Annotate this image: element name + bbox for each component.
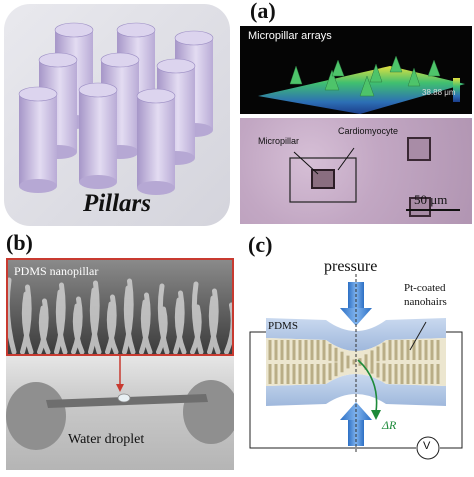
sem-nanopillar: [139, 292, 151, 354]
nanohairs-label: nanohairs: [404, 296, 447, 308]
pillar-body: [79, 90, 117, 182]
micropillar-3d-plot: Micropillar arrays 38.88 μm: [240, 26, 472, 114]
pillar-body: [19, 94, 57, 186]
sem-nanopillar: [140, 299, 153, 354]
water-droplet-photo: Water droplet: [6, 356, 234, 470]
sem-nanopillar: [89, 287, 102, 354]
sem-nanopillar: [105, 294, 117, 354]
sem-nanopillar: [191, 281, 204, 354]
delta-r-label: ΔR: [382, 418, 397, 432]
height-scale-value: 38.88 μm: [422, 88, 456, 97]
sensor-diagram-graphic: [249, 274, 463, 460]
sem-nanopillar: [224, 302, 232, 354]
pillar-body: [137, 96, 175, 188]
sem-nanopillar: [123, 285, 136, 354]
nanohair-sensor-diagram: pressure Pt-coated nanohairs PDMS ΔR V: [240, 252, 472, 472]
panel-c-letter: (c): [248, 232, 273, 257]
sem-nanopillar: [55, 289, 68, 354]
micrograph-scale-bar-label: 50 μm: [414, 192, 448, 207]
droplet-graphic: [6, 356, 234, 450]
pillars-illustration: [18, 22, 214, 195]
sem-nanopillar: [8, 277, 17, 354]
pt-coated-label: Pt-coated: [404, 282, 446, 294]
sem-nanopillar: [190, 304, 202, 354]
water-droplet-label: Water droplet: [68, 432, 145, 447]
sem-nanopillar: [157, 283, 170, 354]
sem-nanopillar: [21, 291, 34, 354]
sem-nanopillar: [208, 295, 221, 354]
sem-nanopillar: [207, 288, 219, 354]
panel-a-letter: (a): [250, 0, 276, 23]
pillars-panel: Pillars: [4, 4, 230, 226]
micropillar-label: Micropillar: [258, 136, 300, 146]
panel-b-letter: (b): [6, 230, 33, 255]
pdms-label: PDMS: [268, 320, 298, 332]
nanopillar-sem-image: PDMS nanopillar: [6, 258, 234, 356]
sem-nanopillar: [38, 305, 51, 354]
pillars-title: Pillars: [82, 190, 152, 217]
cardiomyocyte-label: Cardiomyocyte: [338, 126, 399, 136]
micrograph-graphic: [289, 137, 460, 217]
cardiomyocyte-micrograph: Micropillar Cardiomyocyte 50 μm: [240, 118, 472, 224]
sem-nanopillar: [173, 290, 185, 354]
surface-plot-graphic: [258, 55, 465, 114]
sem-nanopillar: [106, 301, 119, 354]
sem-nanopillar: [174, 297, 187, 354]
pressure-label: pressure: [324, 258, 378, 275]
sem-texture: [8, 260, 232, 354]
sem-nanopillar: [156, 306, 168, 354]
pdms-nanopillar-label: PDMS nanopillar: [14, 264, 99, 278]
micropillar-arrays-label: Micropillar arrays: [248, 30, 332, 42]
sem-nanopillar: [72, 303, 85, 354]
voltmeter-label: V: [423, 440, 431, 452]
sem-nanopillar: [37, 298, 49, 354]
sem-nanopillar: [71, 296, 83, 354]
